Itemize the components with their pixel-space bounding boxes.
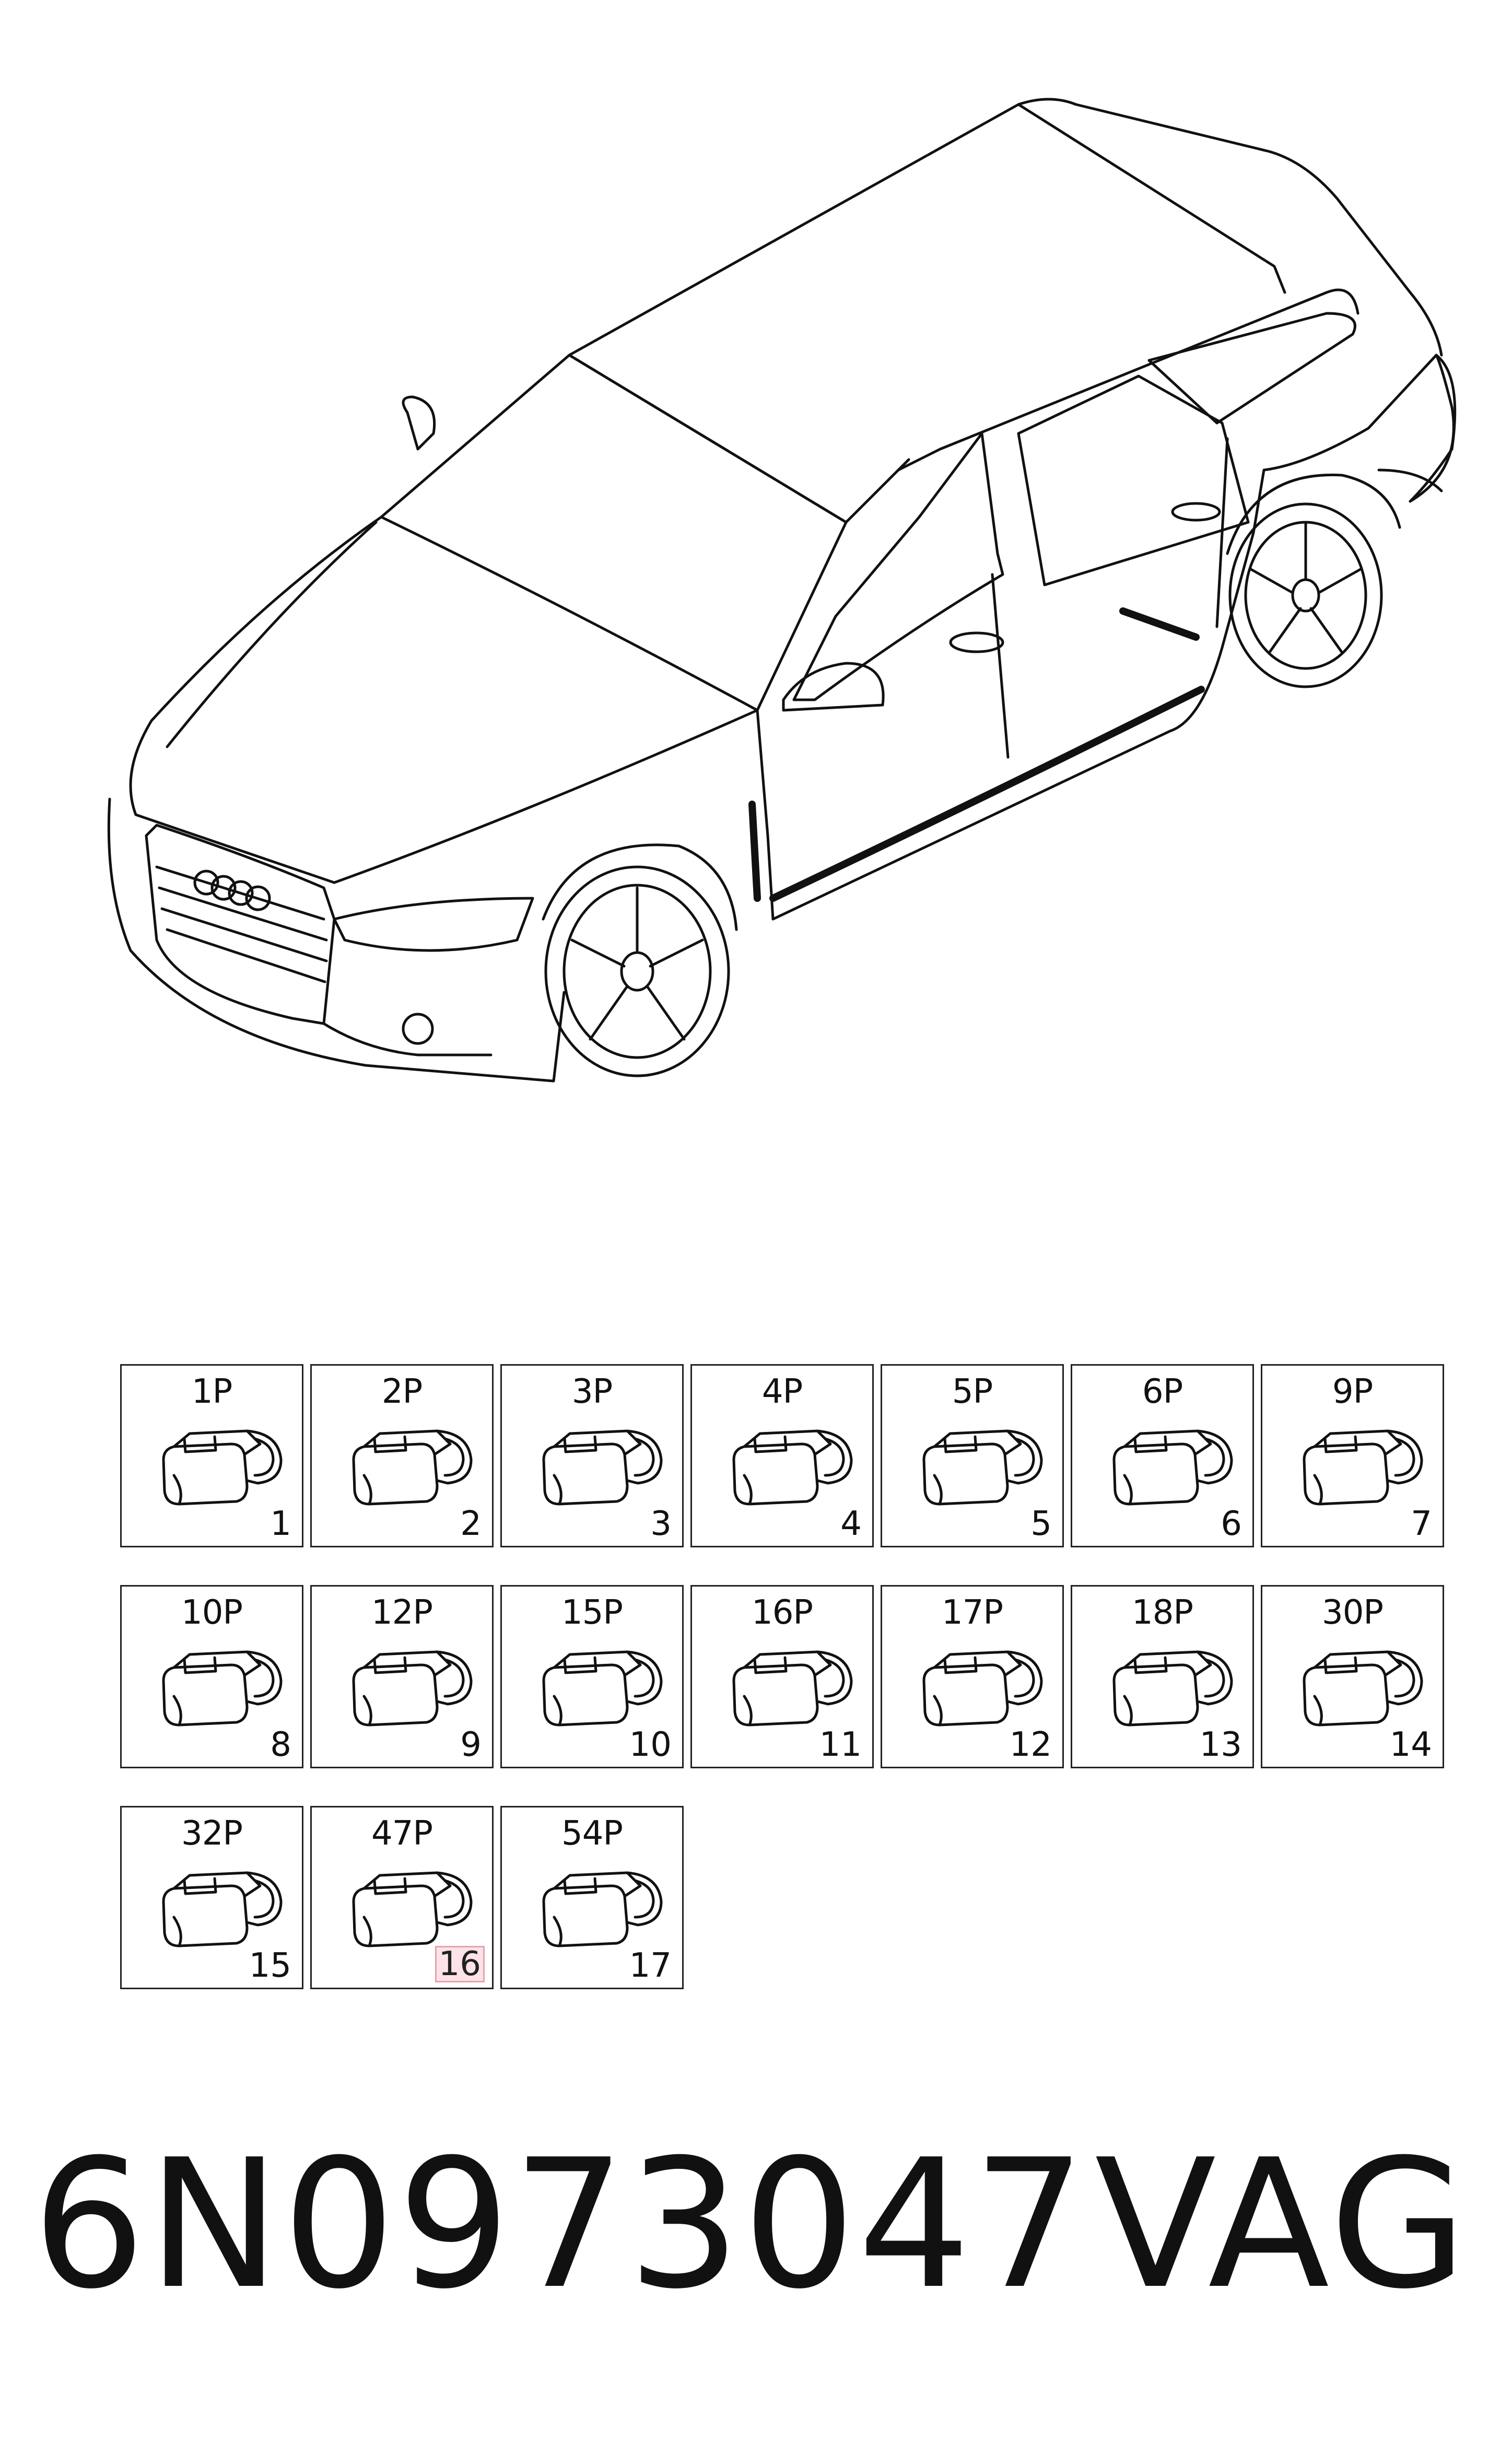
item-number: 3 — [650, 1505, 672, 1543]
connector-cell: 4P 4 — [690, 1364, 874, 1547]
item-number: 17 — [629, 1946, 672, 1985]
connector-icon — [922, 1650, 1043, 1727]
car-roof-rail — [897, 288, 1359, 472]
item-number: 7 — [1411, 1505, 1432, 1543]
pin-count-label: 16P — [751, 1593, 813, 1632]
part-number: 6N0973047 — [32, 2121, 1088, 2328]
car-rear-wheel — [1226, 473, 1401, 688]
pin-count-label: 54P — [561, 1814, 623, 1853]
car-hood — [129, 515, 759, 884]
car-windshield — [380, 354, 848, 712]
connector-icon — [162, 1429, 283, 1506]
connector-icon — [1303, 1429, 1423, 1506]
item-number: 15 — [249, 1946, 291, 1985]
car-side-trim — [769, 686, 1205, 902]
connector-cell: 32P 15 — [120, 1806, 303, 1989]
connector-cell: 15P 10 — [500, 1585, 684, 1768]
item-number: 4 — [840, 1505, 862, 1543]
connector-grid: 1P 1 2P 2 3P — [120, 1364, 1444, 1989]
connector-icon — [352, 1871, 473, 1947]
connector-icon — [352, 1429, 473, 1506]
pin-count-label: 10P — [181, 1593, 243, 1632]
connector-icon — [162, 1650, 283, 1727]
connector-cell: 5P 5 — [881, 1364, 1064, 1547]
pin-count-label: 30P — [1321, 1593, 1384, 1632]
connector-icon — [1112, 1650, 1233, 1727]
item-number: 6 — [1221, 1505, 1242, 1543]
item-number: 16 — [435, 1946, 485, 1982]
item-number: 2 — [460, 1505, 482, 1543]
pin-count-label: 3P — [571, 1372, 613, 1411]
pin-count-label: 18P — [1131, 1593, 1193, 1632]
item-number: 13 — [1199, 1725, 1242, 1764]
item-number: 9 — [460, 1725, 482, 1764]
connector-cell: 9P 7 — [1261, 1364, 1444, 1547]
pin-count-label: 2P — [381, 1372, 423, 1411]
item-number: 5 — [1030, 1505, 1052, 1543]
pin-count-label: 1P — [191, 1372, 232, 1411]
connector-icon — [162, 1871, 283, 1947]
connector-cell: 10P 8 — [120, 1585, 303, 1768]
pin-count-label: 12P — [371, 1593, 433, 1632]
item-number: 10 — [629, 1725, 672, 1764]
connector-cell: 2P 2 — [310, 1364, 494, 1547]
connector-icon — [542, 1650, 663, 1727]
car-mirror — [782, 662, 885, 712]
connector-cell: 54P 17 — [500, 1806, 684, 1989]
connector-icon — [1112, 1429, 1233, 1506]
fog-light — [402, 1013, 434, 1045]
item-number: 14 — [1389, 1725, 1432, 1764]
connector-cell: 30P 14 — [1261, 1585, 1444, 1768]
pin-count-label: 4P — [761, 1372, 803, 1411]
connector-cell: 3P 3 — [500, 1364, 684, 1547]
connector-cell: 47P 16 — [310, 1806, 494, 1989]
pin-count-label: 17P — [941, 1593, 1003, 1632]
car-rear-fender — [1409, 354, 1455, 503]
connector-cell: 1P 1 — [120, 1364, 303, 1547]
pin-count-label: 5P — [952, 1372, 993, 1411]
item-number: 1 — [270, 1505, 291, 1543]
car-front-bumper — [107, 797, 566, 1083]
brand-name: VAG — [1095, 2121, 1470, 2328]
item-number: 12 — [1009, 1725, 1052, 1764]
car-side-window-rear — [1017, 374, 1250, 586]
car-mirror-far — [402, 395, 436, 451]
item-number: 11 — [819, 1725, 862, 1764]
pin-count-label: 15P — [561, 1593, 623, 1632]
connector-cell: 18P 13 — [1071, 1585, 1254, 1768]
car-headlight — [333, 897, 534, 952]
car-door-handle-front — [949, 631, 1004, 653]
item-number: 8 — [270, 1725, 291, 1764]
pin-count-label: 6P — [1142, 1372, 1183, 1411]
connector-icon — [922, 1429, 1043, 1506]
car-side-window-front — [792, 432, 1004, 701]
connector-cell: 16P 11 — [690, 1585, 874, 1768]
car-door-handle-rear — [1171, 502, 1221, 522]
pin-count-label: 47P — [371, 1814, 433, 1853]
connector-icon — [1303, 1650, 1423, 1727]
connector-cell: 17P 12 — [881, 1585, 1064, 1768]
car-illustration — [107, 98, 1457, 1083]
connector-icon — [542, 1871, 663, 1947]
connector-cell: 12P 9 — [310, 1585, 494, 1768]
pin-count-label: 9P — [1332, 1372, 1373, 1411]
audi-logo — [193, 870, 271, 911]
car-front-wheel — [542, 843, 738, 1077]
connector-icon — [732, 1650, 853, 1727]
connector-icon — [732, 1429, 853, 1506]
connector-icon — [352, 1650, 473, 1727]
car-side-window-quarter — [1147, 312, 1356, 425]
pin-count-label: 32P — [181, 1814, 243, 1853]
car-roof-outline — [568, 98, 1443, 357]
connector-icon — [542, 1429, 663, 1506]
connector-cell: 6P 6 — [1071, 1364, 1254, 1547]
